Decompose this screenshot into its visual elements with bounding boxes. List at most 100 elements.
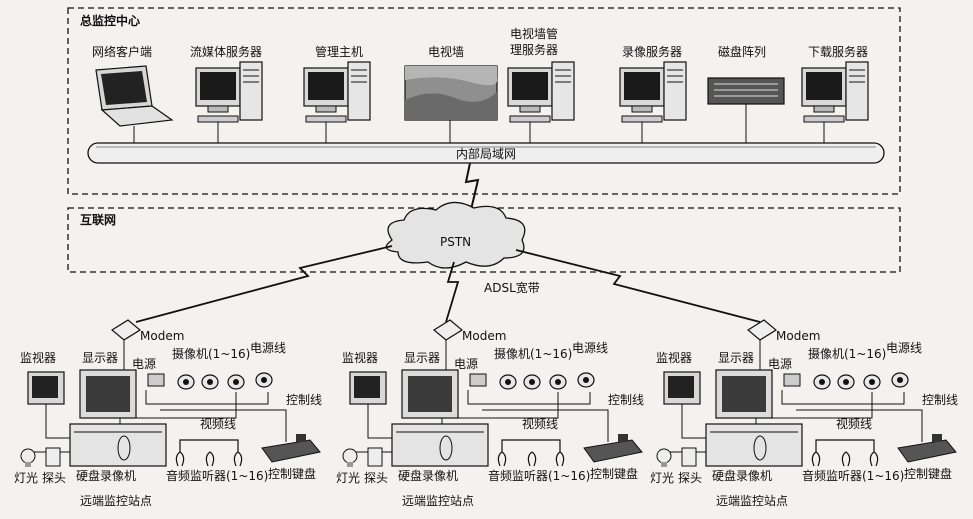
light-label: 灯光 <box>336 471 360 485</box>
lan-backbone <box>87 142 885 164</box>
control-keyboard-icon <box>897 434 957 463</box>
site-name: 远端监控站点 <box>402 494 474 508</box>
camera-icon <box>499 374 517 390</box>
management-host-icon <box>303 61 371 123</box>
monitor-label: 监视器 <box>342 350 378 365</box>
download-server-icon <box>801 61 869 123</box>
audio-monitor-icon <box>811 439 879 467</box>
display-icon <box>401 369 459 419</box>
pstn-cloud-icon <box>385 201 526 269</box>
recording-server-icon <box>619 61 687 123</box>
device-label-recording: 录像服务器 <box>622 44 682 59</box>
light-icon <box>656 448 672 467</box>
camera-label: 摄像机(1~16) <box>808 346 886 361</box>
zoom-camera-icon <box>227 374 245 390</box>
probe-icon <box>681 447 697 467</box>
modem-label: Modem <box>140 329 184 343</box>
keyboard-label: 控制键盘 <box>904 466 952 481</box>
dome-camera-icon <box>201 374 219 390</box>
control-keyboard-icon <box>583 434 643 463</box>
video-line-label: 视频线 <box>200 416 236 431</box>
keyboard-label: 控制键盘 <box>268 466 316 481</box>
disk-array-icon <box>707 77 785 105</box>
monitor-icon <box>663 371 701 405</box>
dvr-icon <box>69 423 167 467</box>
monitor-icon <box>27 371 65 405</box>
control-line-label: 控制线 <box>608 393 644 407</box>
light-icon <box>342 448 358 467</box>
audio-label: 音频监听器(1~16) <box>166 468 268 483</box>
light-label: 灯光 <box>650 471 674 485</box>
light-icon <box>20 448 36 467</box>
modem-icon <box>432 319 464 354</box>
camera-icon <box>177 374 195 390</box>
power-supply-icon <box>469 373 487 387</box>
display-label: 显示器 <box>82 351 118 365</box>
lan-drops <box>133 104 825 143</box>
streaming-server-icon <box>195 61 263 123</box>
dvr-icon <box>391 423 489 467</box>
audio-label: 音频监听器(1~16) <box>802 468 904 483</box>
adsl-label: ADSL宽带 <box>484 280 540 295</box>
device-label-tvwall-server-1: 电视墙管 <box>510 26 558 41</box>
tvwall-server-icon <box>507 61 575 123</box>
monitor-label: 监视器 <box>20 350 56 365</box>
link-site-2 <box>445 261 460 323</box>
device-label-download: 下载服务器 <box>808 44 868 59</box>
power-line-label: 电源线 <box>250 341 286 355</box>
ptz-camera-icon <box>255 372 273 388</box>
site-name: 远端监控站点 <box>80 494 152 508</box>
camera-label: 摄像机(1~16) <box>172 346 250 361</box>
control-line-label: 控制线 <box>286 393 322 407</box>
probe-label: 探头 <box>678 471 702 485</box>
power-label: 电源 <box>132 357 156 371</box>
dome-camera-icon <box>837 374 855 390</box>
display-icon <box>715 369 773 419</box>
laptop-icon <box>95 65 174 127</box>
monitor-icon <box>349 371 387 405</box>
power-supply-icon <box>783 373 801 387</box>
center-boundary <box>67 7 901 195</box>
probe-icon <box>45 447 61 467</box>
audio-monitor-icon <box>175 439 243 467</box>
remote-site: Modem 监视器 显示器 硬盘录像机 电源 摄像机(1~16) 电源线 <box>14 319 322 508</box>
tv-wall-icon <box>404 65 498 121</box>
camera-label: 摄像机(1~16) <box>494 346 572 361</box>
remote-site: Modem 监视器 显示器 硬盘录像机 电源 摄像机(1~16) 电源线 <box>650 319 958 508</box>
power-line-label: 电源线 <box>572 341 608 355</box>
power-supply-icon <box>147 373 165 387</box>
dvr-label: 硬盘录像机 <box>712 468 772 483</box>
device-label-tvwall: 电视墙 <box>428 44 464 59</box>
device-label-disk-array: 磁盘阵列 <box>718 44 766 59</box>
lan-label: 内部局域网 <box>456 146 516 161</box>
display-label: 显示器 <box>404 351 440 365</box>
dvr-label: 硬盘录像机 <box>76 468 136 483</box>
control-keyboard-icon <box>261 434 321 463</box>
remote-site: Modem 监视器 显示器 硬盘录像机 电源 摄像机(1~16) 电源线 <box>336 319 644 508</box>
dome-camera-icon <box>523 374 541 390</box>
ptz-camera-icon <box>891 372 909 388</box>
keyboard-label: 控制键盘 <box>590 466 638 481</box>
camera-icon <box>813 374 831 390</box>
link-site-3 <box>515 249 761 323</box>
device-label-tvwall-server-2: 理服务器 <box>510 42 558 57</box>
internet-title: 互联网 <box>80 213 116 227</box>
link-site-1 <box>135 245 393 323</box>
device-label-streaming: 流媒体服务器 <box>190 44 262 59</box>
site-name: 远端监控站点 <box>716 494 788 508</box>
modem-label: Modem <box>776 329 820 343</box>
dvr-icon <box>705 423 803 467</box>
audio-monitor-icon <box>497 439 565 467</box>
audio-label: 音频监听器(1~16) <box>488 468 590 483</box>
monitor-label: 监视器 <box>656 350 692 365</box>
light-label: 灯光 <box>14 471 38 485</box>
video-line-label: 视频线 <box>522 416 558 431</box>
probe-icon <box>367 447 383 467</box>
power-label: 电源 <box>454 357 478 371</box>
pstn-label: PSTN <box>440 235 471 249</box>
display-label: 显示器 <box>718 351 754 365</box>
modem-label: Modem <box>462 329 506 343</box>
center-title: 总监控中心 <box>80 13 140 28</box>
probe-label: 探头 <box>364 471 388 485</box>
display-icon <box>79 369 137 419</box>
